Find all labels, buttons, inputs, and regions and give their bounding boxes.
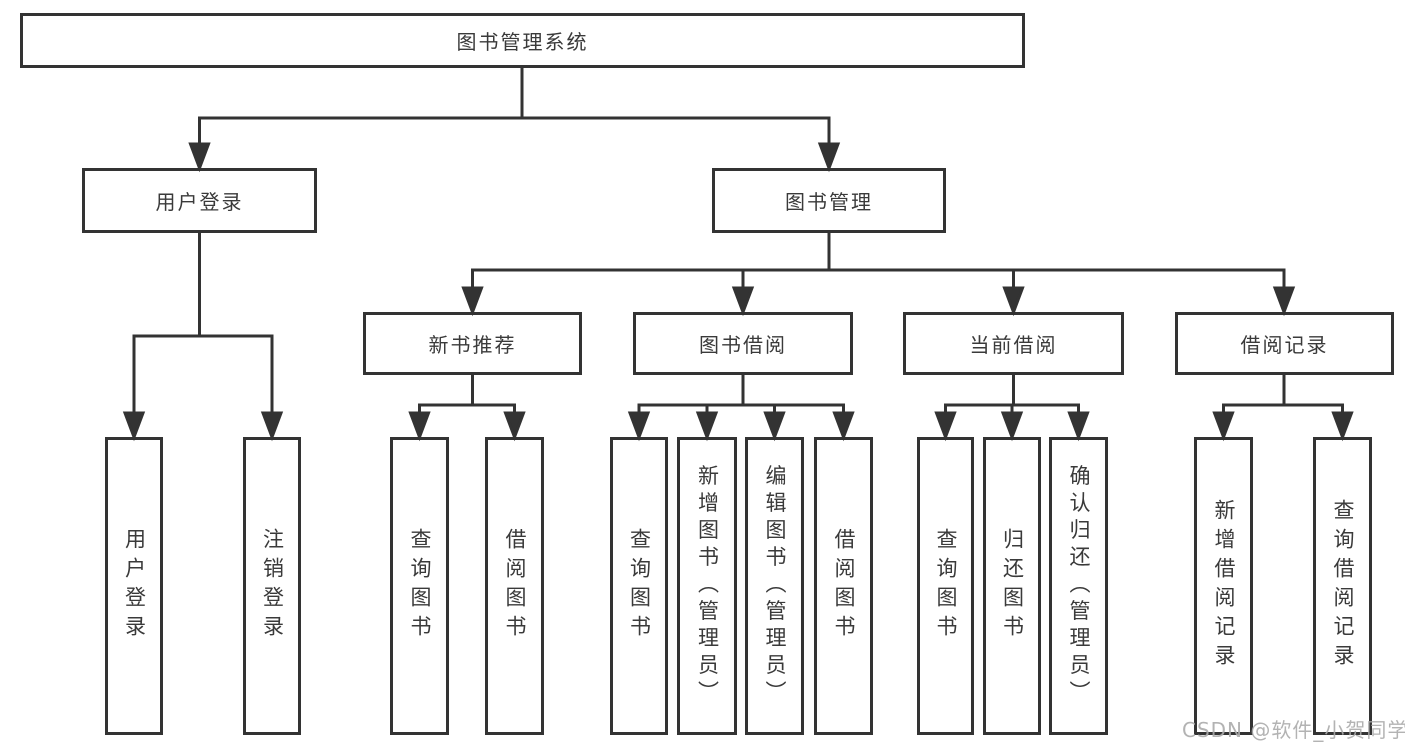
csdn-watermark: CSDN @软件_小贺同学 <box>1182 718 1405 742</box>
node-label: 当前借阅 <box>969 332 1058 357</box>
node-label: 借阅图书 <box>832 528 856 644</box>
node-label: 新书推荐 <box>428 332 517 357</box>
node-user-login: 用户登录 <box>82 168 317 233</box>
leaf-query-books-1: 查询图书 <box>390 437 449 735</box>
node-label: 查询图书 <box>934 528 958 644</box>
node-book-borrow: 图书借阅 <box>633 312 853 375</box>
connector-current-borrow <box>934 375 1090 442</box>
node-root-system: 图书管理系统 <box>20 13 1025 68</box>
leaf-query-borrow-record: 查询借阅记录 <box>1313 437 1372 735</box>
leaf-add-borrow-record: 新增借阅记录 <box>1194 437 1253 735</box>
node-label: 查询图书 <box>408 528 432 644</box>
node-current-borrow: 当前借阅 <box>903 312 1124 375</box>
node-label: 查询借阅记录 <box>1331 499 1355 673</box>
connector-borrow-records <box>1212 375 1354 442</box>
node-label: 图书管理 <box>785 189 873 214</box>
node-label: 用户登录 <box>155 189 244 214</box>
leaf-add-books-admin: 新增图书（管理员） <box>677 437 737 735</box>
leaf-borrow-books-2: 借阅图书 <box>814 437 873 735</box>
leaf-user-login: 用户登录 <box>105 437 163 735</box>
node-book-management: 图书管理 <box>712 168 946 233</box>
node-label: 借阅图书 <box>503 528 527 644</box>
node-label: 新增借阅记录 <box>1212 499 1236 673</box>
leaf-query-books-2: 查询图书 <box>610 437 668 735</box>
node-label: 注销登录 <box>260 528 285 644</box>
leaf-confirm-return-admin: 确认归还（管理员） <box>1049 437 1108 735</box>
node-label: 编辑图书（管理员） <box>763 464 787 708</box>
node-label: 归还图书 <box>1000 528 1025 644</box>
connector-book-management <box>461 233 1296 317</box>
connector-root <box>188 68 841 173</box>
connector-new-books <box>408 375 526 442</box>
node-label: 图书借阅 <box>699 332 787 357</box>
leaf-logout: 注销登录 <box>243 437 301 735</box>
leaf-edit-books-admin: 编辑图书（管理员） <box>745 437 804 735</box>
node-new-book-recommend: 新书推荐 <box>363 312 582 375</box>
connector-user-login <box>122 233 284 442</box>
node-label: 确认归还（管理员） <box>1067 464 1091 708</box>
node-label: 图书管理系统 <box>456 29 589 54</box>
leaf-query-books-3: 查询图书 <box>917 437 974 735</box>
connector-book-borrow <box>627 375 855 442</box>
node-label: 用户登录 <box>122 528 147 644</box>
node-label: 借阅记录 <box>1240 332 1329 357</box>
node-borrow-records: 借阅记录 <box>1175 312 1394 375</box>
node-label: 新增图书（管理员） <box>695 464 720 708</box>
node-label: 查询图书 <box>627 528 652 644</box>
leaf-return-books: 归还图书 <box>983 437 1041 735</box>
leaf-borrow-books-1: 借阅图书 <box>485 437 544 735</box>
